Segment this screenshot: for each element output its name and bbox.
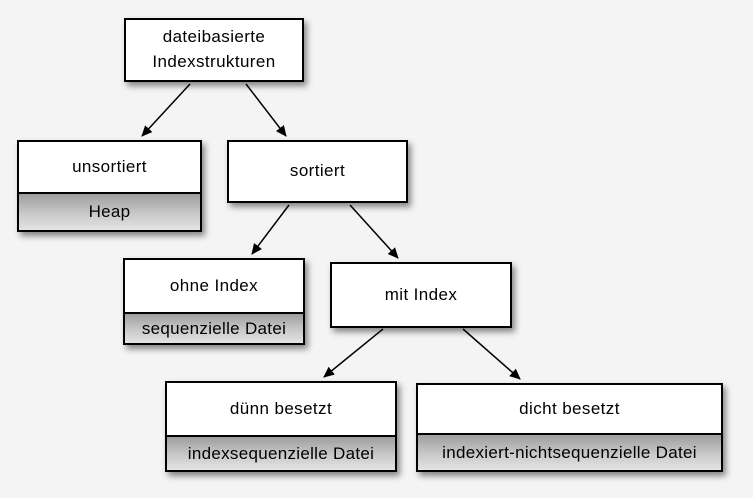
node-mit-index: mit Index xyxy=(330,262,512,328)
node-ohne-index-sublabel: sequenzielle Datei xyxy=(125,312,303,343)
node-root-label: dateibasierte Indexstrukturen xyxy=(152,27,276,71)
node-duenn-besetzt-sublabel: indexsequenzielle Datei xyxy=(167,435,395,470)
node-dicht-besetzt-label: dicht besetzt xyxy=(519,398,620,418)
edge-mit-index-duenn-besetzt xyxy=(323,328,384,378)
node-sortiert: sortiert xyxy=(227,140,408,203)
node-duenn-besetzt-label: dünn besetzt xyxy=(229,398,333,418)
edge-mit-index-dicht-besetzt xyxy=(462,328,521,380)
node-unsortiert: unsortiert Heap xyxy=(17,140,202,232)
edge-root-unsortiert xyxy=(141,83,191,137)
node-ohne-index-label: ohne Index xyxy=(169,275,259,295)
node-unsortiert-label: unsortiert xyxy=(72,156,147,176)
edge-sortiert-ohne-index xyxy=(251,204,290,255)
edge-sortiert-mit-index xyxy=(349,204,399,259)
node-dicht-besetzt-sublabel: indexiert-nichtsequenzielle Datei xyxy=(418,433,721,470)
node-sortiert-label: sortiert xyxy=(289,161,346,181)
node-root: dateibasierte Indexstrukturen xyxy=(124,18,304,82)
node-duenn-besetzt: dünn besetzt indexsequenzielle Datei xyxy=(165,381,397,472)
edge-root-sortiert xyxy=(245,83,287,137)
node-dicht-besetzt: dicht besetzt indexiert-nichtsequenziell… xyxy=(416,383,723,472)
node-mit-index-label: mit Index xyxy=(384,284,458,304)
node-unsortiert-sublabel: Heap xyxy=(19,192,200,230)
node-ohne-index: ohne Index sequenzielle Datei xyxy=(123,258,305,345)
